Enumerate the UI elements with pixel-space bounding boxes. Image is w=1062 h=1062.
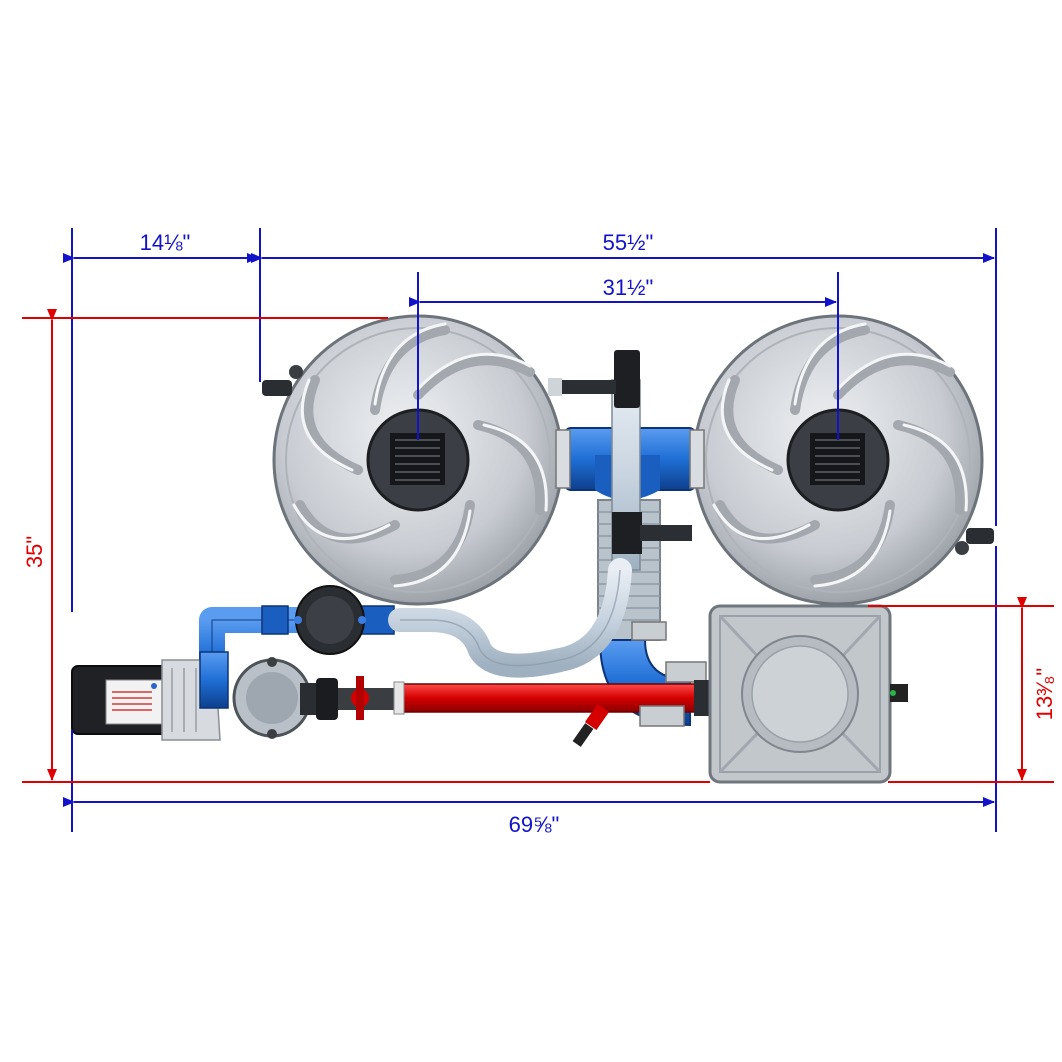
tank-inlet-fittings <box>631 621 710 727</box>
pump-suction-blue <box>199 651 229 709</box>
label-total-width: 69⅝" <box>509 812 560 837</box>
dimension-labels: 14⅛" 55½" 31½" 69⅝" 35" 13³⁄₈" <box>22 230 1057 837</box>
square-tank <box>708 604 908 784</box>
mid-black-tee <box>612 512 692 554</box>
label-filter-centers: 31½" <box>603 275 654 300</box>
label-inner-span: 55½" <box>603 230 654 255</box>
top-black-tee <box>548 350 640 408</box>
label-left-offset: 14⅛" <box>140 230 191 255</box>
drain-valve-icon <box>572 703 610 747</box>
drain-fitting-right <box>955 528 994 555</box>
discharge-fittings <box>300 678 398 720</box>
drain-fitting-left <box>262 365 303 396</box>
label-tank-height: 13³⁄₈" <box>1032 668 1057 720</box>
dimension-lines <box>22 228 1054 832</box>
label-total-height: 35" <box>22 536 47 568</box>
pump-strainer-pot <box>294 585 366 655</box>
equipment <box>71 314 994 784</box>
filter-left <box>272 314 564 606</box>
pump-with-label <box>71 657 312 741</box>
ball-valve-icon <box>351 676 369 720</box>
